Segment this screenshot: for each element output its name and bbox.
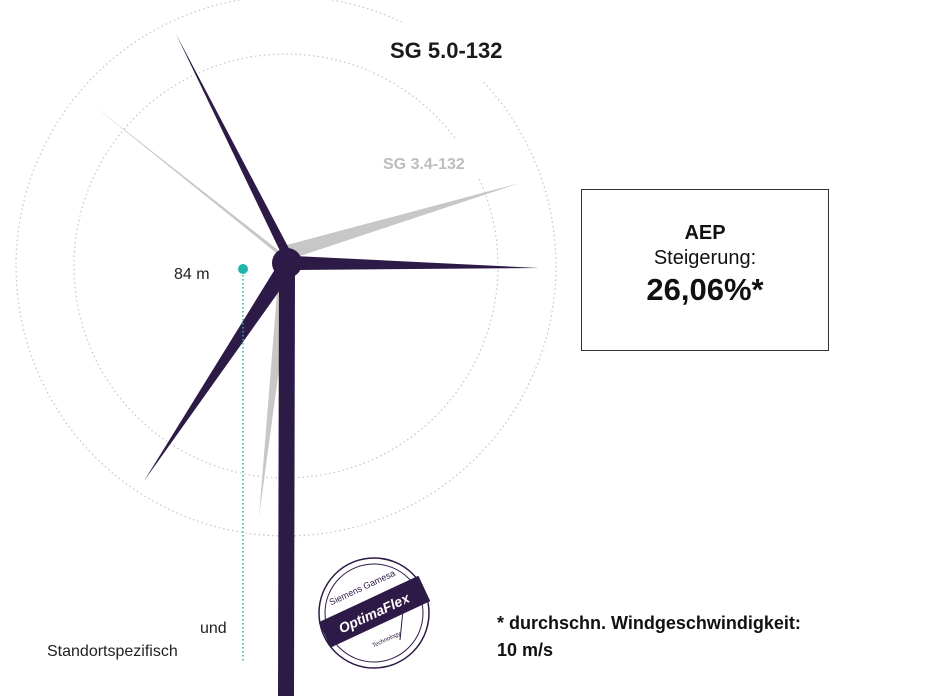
aep-box: AEP Steigerung: 26,06%*	[581, 189, 829, 351]
footnote-line1: * durchschn. Windgeschwindigkeit:	[497, 613, 801, 633]
hub-height-label: 84 m	[174, 266, 210, 283]
aep-value: 26,06%*	[646, 272, 764, 307]
aep-subtitle: Steigerung:	[653, 247, 757, 269]
aep-title: AEP	[684, 222, 726, 244]
turbine-hub	[272, 248, 302, 278]
large-model-label: SG 5.0-132	[390, 38, 503, 63]
hub-height-marker	[238, 264, 248, 274]
height-note-line1: und	[200, 620, 227, 637]
footnote-line2: 10 m/s	[497, 640, 554, 660]
small-model-label: SG 3.4-132	[383, 156, 465, 173]
optimaflex-seal: OptimaFlex Siemens Gamesa Technology	[318, 557, 431, 669]
footnote: * durchschn. Windgeschwindigkeit: 10 m/s	[497, 610, 801, 664]
height-note-line2: Standortspezifisch	[47, 643, 178, 660]
turbine-tower	[278, 270, 295, 696]
large-turbine-blades	[144, 34, 539, 481]
